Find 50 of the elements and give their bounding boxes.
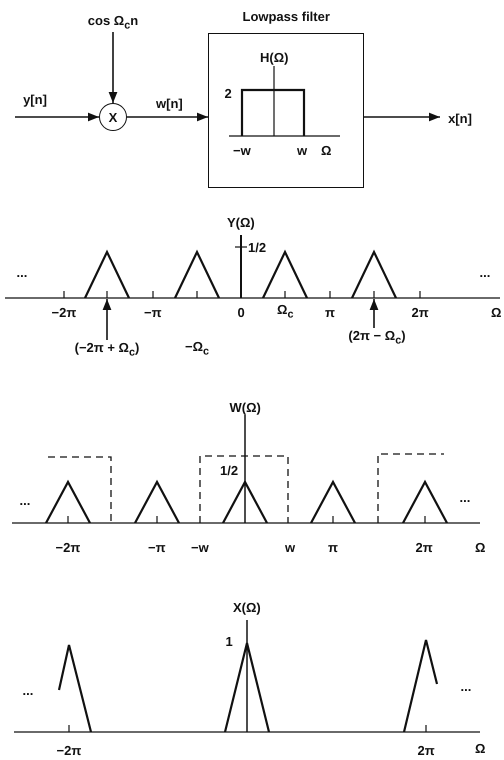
arrow (108, 32, 118, 103)
tick-label: −π (144, 304, 162, 320)
frequency-label: (2π − Ω$_{c}$) (334, 328, 420, 346)
axis-label: W(Ω) (230, 400, 261, 414)
multiplier-circle: X (99, 103, 127, 131)
axis-label: X(Ω) (233, 600, 261, 614)
arrow (15, 112, 99, 122)
axis-label: Ω (491, 304, 502, 320)
tick-label: 2π (412, 304, 429, 320)
pointer-arrow (370, 299, 378, 328)
tick-label: 1/2 (248, 240, 266, 254)
tick-label: −2π (56, 742, 82, 758)
ellipsis: ... (20, 492, 30, 508)
ellipsis: ... (460, 678, 472, 694)
tick-label: 2π (418, 742, 435, 758)
tick-label: −w (233, 142, 251, 158)
tick-label: w (297, 142, 308, 158)
tick-label: 0 (238, 304, 245, 320)
signal-label: y[n] (15, 92, 55, 118)
edge-label: w[n] (156, 96, 183, 110)
tick-label: π (325, 304, 335, 320)
tick-label: −2π (52, 304, 76, 320)
tick-label: 2π (416, 540, 433, 554)
axis-label: Ω (475, 740, 486, 756)
axis-label: Ω (321, 142, 332, 158)
ellipsis: ... (480, 264, 490, 280)
axis-label: Ω (475, 540, 486, 554)
ellipsis: ... (22, 682, 34, 698)
arrow (364, 112, 440, 122)
signal-label: cos Ω$_{c}$n (80, 12, 146, 32)
tick-label: Ω$_{c}$ (277, 302, 294, 322)
tick-label: −Ω$_{c}$ (185, 338, 210, 360)
spectrum-plot-drawing (5, 235, 500, 299)
tick-label: −π (148, 540, 166, 554)
tick-label: −2π (56, 540, 80, 554)
pointer-arrow (102, 299, 112, 340)
tick-label: 2 (224, 86, 232, 100)
ellipsis: ... (460, 490, 470, 504)
frequency-label: (−2π + Ω$_{c}$) (62, 340, 152, 358)
signal-label: x[n] (440, 109, 480, 127)
tick-label: π (328, 540, 338, 554)
tick-label: 1 (226, 634, 233, 648)
arrow (127, 112, 208, 122)
tick-label: 1/2 (220, 462, 238, 478)
tick-label: w (285, 540, 296, 554)
ellipsis: ... (16, 264, 28, 280)
tick-label: −w (191, 540, 209, 554)
axis-label: H(Ω) (260, 50, 288, 64)
block-title: Lowpass filter (242, 8, 330, 24)
axis-label: Y(Ω) (227, 214, 255, 230)
